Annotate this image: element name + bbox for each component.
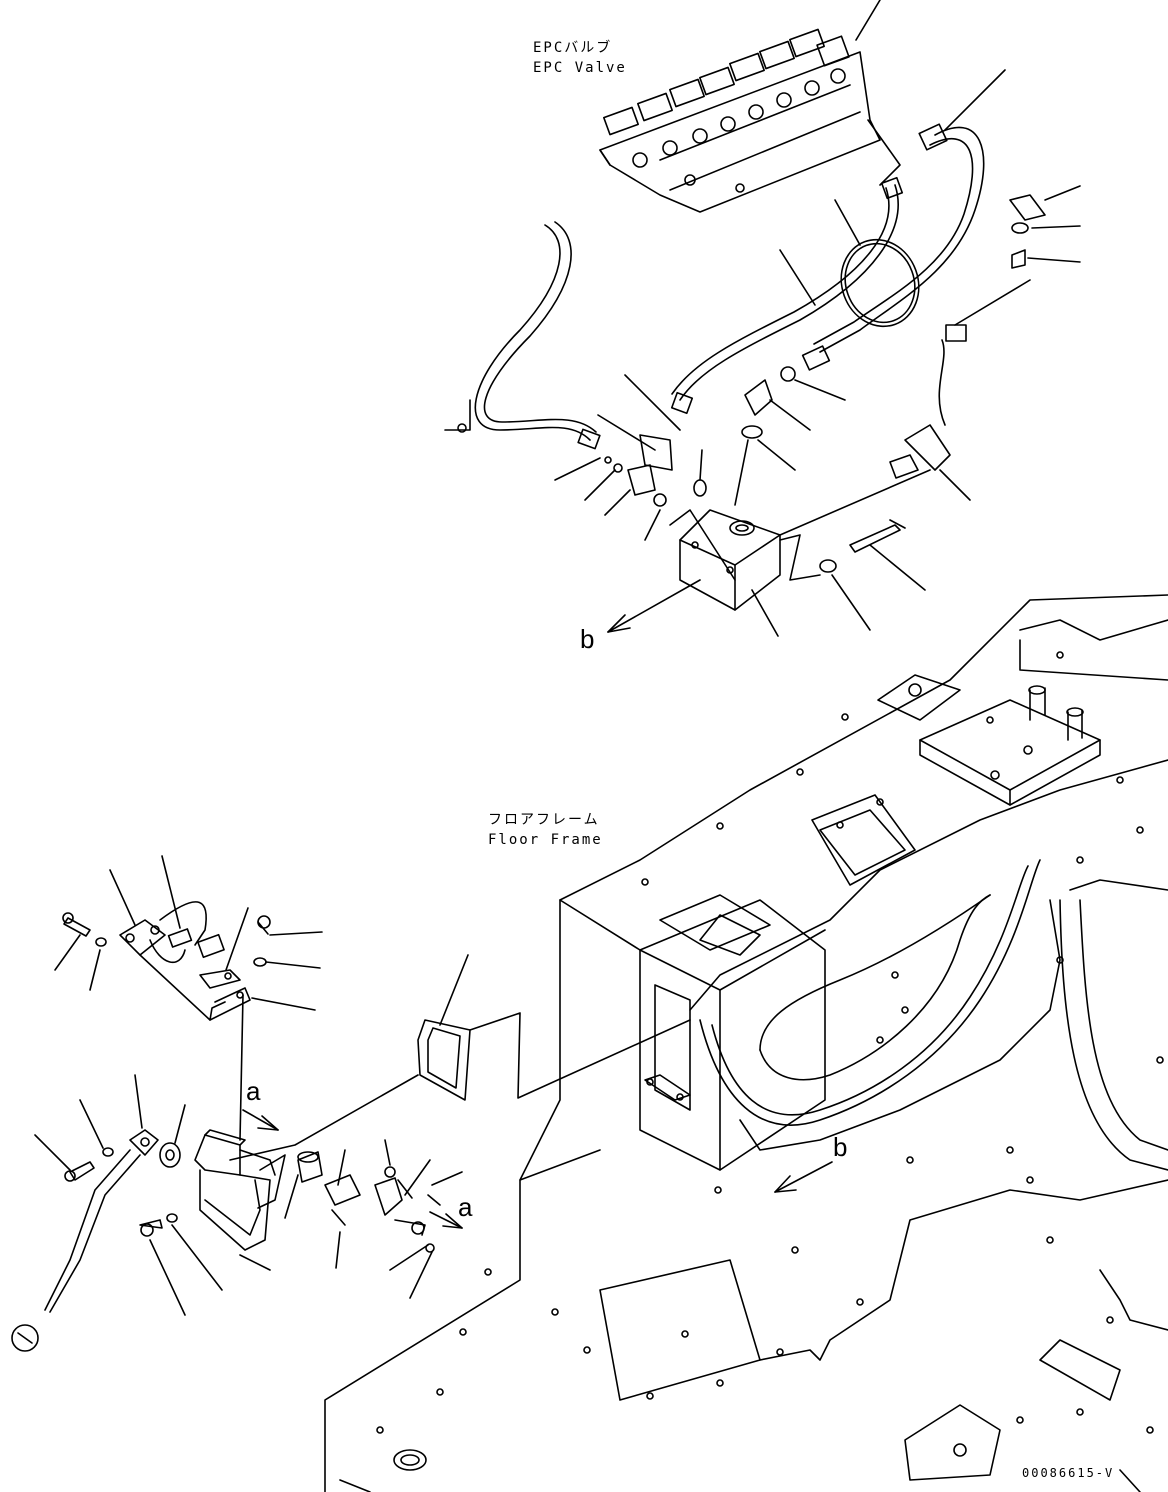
small-parts (284, 1139, 463, 1299)
floor-frame-label-jp: フロアフレーム (488, 812, 600, 828)
arrow-a-left (242, 1109, 279, 1131)
manifold-block (554, 185, 1081, 637)
epc-hoses (670, 69, 1006, 415)
floor-frame-label-en: Floor Frame (488, 832, 603, 848)
callout-a-left: a (246, 1076, 261, 1106)
arrow-a-right (429, 1211, 463, 1229)
frame-holes (376, 651, 1164, 1434)
callout-b-top: b (580, 624, 595, 654)
switch-bracket (54, 855, 323, 1141)
arrow-b-top (607, 579, 701, 633)
epc-valve-label-jp: EPCバルブ (533, 40, 613, 56)
callout-b-frame: b (833, 1132, 848, 1162)
loose-hose (444, 221, 601, 450)
epc-valve-label-en: EPC Valve (533, 60, 627, 76)
arrow-b-frame (774, 1161, 833, 1193)
drawing-code: 00086615-V (1022, 1466, 1115, 1480)
epc-valve (599, 0, 901, 213)
switch-housing (194, 1074, 419, 1271)
callout-a-right: a (458, 1192, 473, 1222)
lever (11, 1074, 223, 1352)
floor-frame (324, 594, 1168, 1492)
gasket (417, 954, 691, 1101)
